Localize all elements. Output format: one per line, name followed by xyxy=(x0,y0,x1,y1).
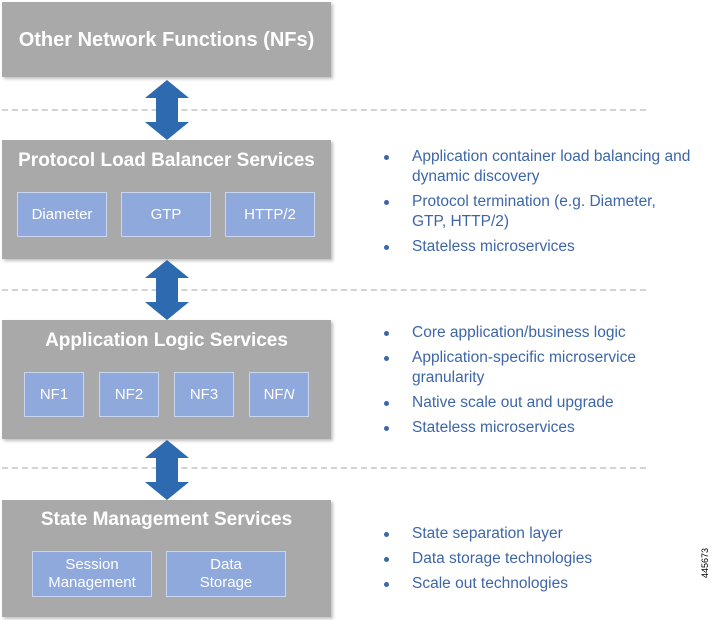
chip-nf3: NF3 xyxy=(174,372,234,417)
divider-3 xyxy=(2,467,646,469)
double-arrow-icon-3 xyxy=(145,440,189,500)
chip-session-line2: Management xyxy=(48,574,136,591)
state-mgmt-box: State Management Services Session Manage… xyxy=(2,500,331,617)
chip-session-line1: Session xyxy=(65,556,119,573)
app-bullet-4: Stateless microservices xyxy=(382,418,692,438)
plb-bullet-1: Application container load balancing and… xyxy=(382,147,692,187)
figure-id: 445673 xyxy=(700,547,710,578)
app-bullet-2: Application-specific microservice granul… xyxy=(382,348,692,388)
double-arrow-icon-1 xyxy=(145,80,189,140)
chip-nf1: NF1 xyxy=(24,372,84,417)
app-bullet-3: Native scale out and upgrade xyxy=(382,393,692,413)
state-mgmt-title: State Management Services xyxy=(40,509,293,530)
app-bullet-1: Core application/business logic xyxy=(382,323,692,343)
plb-bullet-3: Stateless microservices xyxy=(382,237,692,257)
state-bullet-3: Scale out technologies xyxy=(382,574,692,594)
plb-bullet-list: Application container load balancing and… xyxy=(382,147,692,262)
plb-bullet-2: Protocol termination (e.g. Diameter, GTP… xyxy=(382,192,692,232)
plb-services-box: Protocol Load Balancer Services Diameter… xyxy=(2,140,331,259)
app-logic-title: Application Logic Services xyxy=(45,330,288,351)
chip-nfn-prefix: NF xyxy=(263,385,284,403)
chip-data-line1: Data xyxy=(210,556,242,573)
chip-gtp: GTP xyxy=(121,192,211,237)
other-nfs-box: Other Network Functions (NFs) xyxy=(2,2,331,77)
state-bullet-1: State separation layer xyxy=(382,524,692,544)
other-nfs-title: Other Network Functions (NFs) xyxy=(18,29,315,51)
double-arrow-icon-2 xyxy=(145,260,189,320)
state-bullet-list: State separation layer Data storage tech… xyxy=(382,524,692,599)
divider-2 xyxy=(2,289,646,291)
chip-data-storage: Data Storage xyxy=(166,551,286,597)
app-logic-box: Application Logic Services NF1 NF2 NF3 N… xyxy=(2,320,331,439)
divider-1 xyxy=(2,109,646,111)
plb-services-title: Protocol Load Balancer Services xyxy=(18,150,315,171)
app-bullet-list: Core application/business logic Applicat… xyxy=(382,323,692,443)
chip-nfn-italic: N xyxy=(283,385,295,403)
chip-http2: HTTP/2 xyxy=(225,192,315,237)
chip-diameter: Diameter xyxy=(17,192,107,237)
chip-nf2: NF2 xyxy=(99,372,159,417)
state-bullet-2: Data storage technologies xyxy=(382,549,692,569)
chip-data-line2: Storage xyxy=(199,574,253,591)
chip-session-management: Session Management xyxy=(32,551,152,597)
